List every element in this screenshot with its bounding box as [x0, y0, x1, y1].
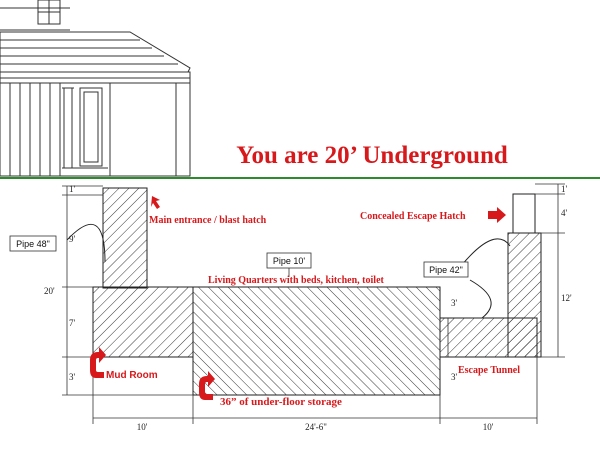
- svg-text:Pipe 48": Pipe 48": [16, 239, 50, 249]
- dim-left-20: 20': [44, 286, 55, 296]
- dim-right-4: 4': [561, 208, 568, 218]
- pipe-tag-48: Pipe 48": [9, 235, 57, 252]
- label-living-quarters: Living Quarters with beds, kitchen, toil…: [208, 275, 385, 286]
- label-mud-room: Mud Room: [106, 370, 158, 381]
- dim-bottom-10-left: 10': [137, 422, 148, 432]
- label-escape-hatch: Concealed Escape Hatch: [360, 211, 466, 222]
- dim-right-12: 12': [561, 293, 572, 303]
- pipe-tag-42: Pipe 42": [423, 261, 469, 278]
- dim-right-3: 3': [451, 372, 458, 382]
- label-escape-tunnel: Escape Tunnel: [458, 365, 520, 376]
- dimension-lines: [62, 183, 565, 424]
- svg-text:Pipe 42": Pipe 42": [429, 265, 463, 275]
- mud-room: [92, 286, 194, 358]
- escape-shaft: [507, 232, 542, 358]
- living-quarters: [192, 286, 441, 396]
- shelter-structure: [66, 187, 542, 396]
- dim-tunnel-3: 3': [451, 298, 458, 308]
- main-entrance-arrow-icon: [151, 196, 160, 209]
- mud-room-arrow-icon: [90, 347, 106, 378]
- dim-left-3: 3': [69, 372, 76, 382]
- dim-bottom-10-right: 10': [483, 422, 494, 432]
- dim-left-9: 9': [69, 234, 76, 244]
- entrance-shaft: [102, 187, 148, 289]
- label-storage: 36” of under-floor storage: [220, 396, 342, 408]
- headline: You are 20’ Underground: [236, 142, 508, 169]
- escape-hatch-arrow-icon: [488, 207, 506, 223]
- dim-right-1: 1': [561, 184, 568, 194]
- house-illustration: [0, 0, 191, 177]
- dim-left-7: 7': [69, 318, 76, 328]
- escape-hatch-box: [512, 193, 536, 234]
- pipe-tag-10: Pipe 10': [266, 252, 312, 277]
- storage-arrow-icon: [199, 371, 215, 400]
- dim-left-1: 1': [69, 184, 76, 194]
- svg-text:Pipe 10': Pipe 10': [273, 256, 306, 266]
- label-main-entrance: Main entrance / blast hatch: [149, 215, 267, 226]
- dim-bottom-24-6: 24'-6": [305, 422, 327, 432]
